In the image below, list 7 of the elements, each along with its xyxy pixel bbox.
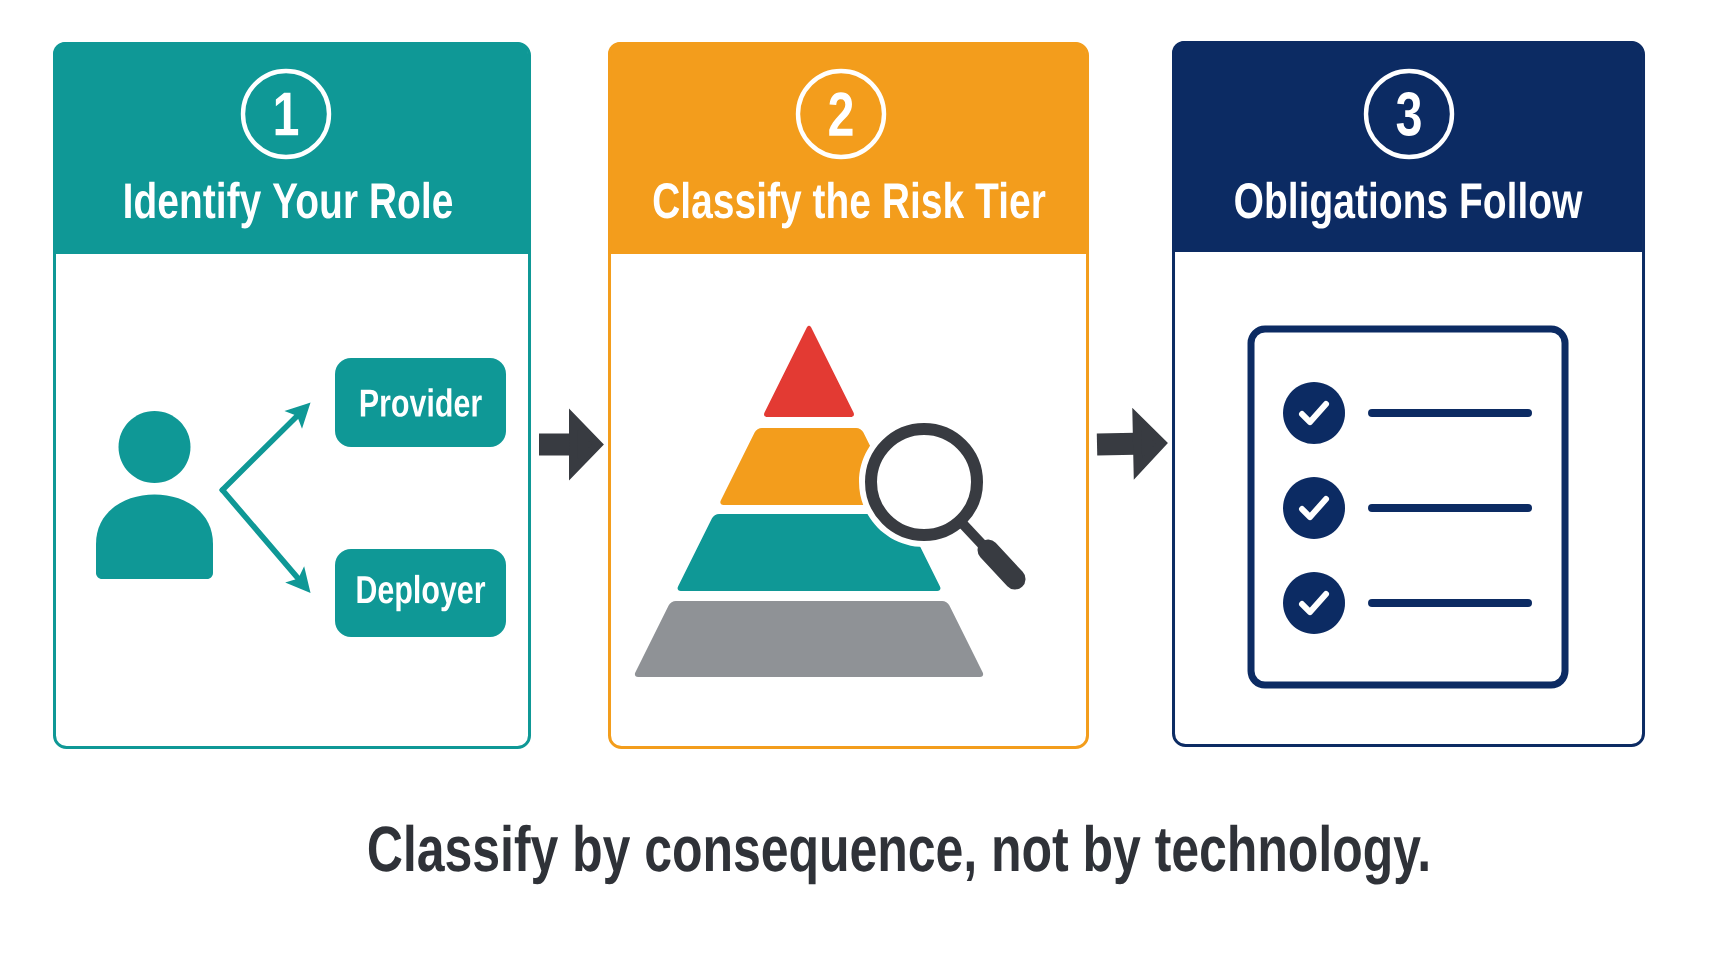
role-box: Provider [335, 358, 506, 447]
step-heading: Classify the Risk Tier [653, 181, 1046, 229]
step-heading: Obligations Follow [1235, 181, 1583, 229]
person-icon [96, 411, 213, 579]
caption: Classify by consequence, not by technology. [368, 824, 1428, 885]
role-box: Deployer [335, 549, 506, 637]
step-heading: Identify Your Role [125, 181, 453, 229]
